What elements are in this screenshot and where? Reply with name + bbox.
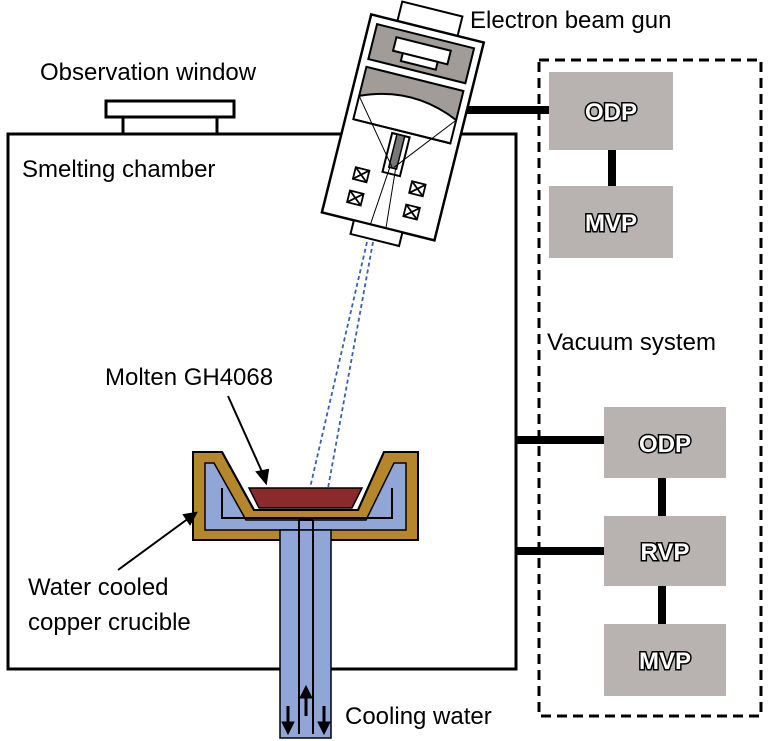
observation-window [104, 99, 236, 136]
label-cooling-water: Cooling water [345, 703, 492, 730]
label-crucible-line1: Water cooled [28, 574, 169, 601]
label-pointers [117, 395, 270, 571]
molten-alloy-pool [247, 487, 364, 509]
svg-text:MVP: MVP [639, 648, 691, 675]
label-vacuum-system: Vacuum system [547, 329, 716, 356]
label-smelting-chamber: Smelting chamber [22, 156, 215, 183]
pump-top-odp: ODP [549, 72, 673, 150]
pump-bottom-odp: ODP [604, 407, 726, 478]
pump-top-mvp: MVP [549, 186, 673, 258]
svg-text:ODP: ODP [585, 99, 637, 126]
copper-crucible [192, 451, 419, 541]
label-observation-window: Observation window [40, 59, 257, 86]
svg-text:RVP: RVP [641, 539, 690, 566]
svg-text:ODP: ODP [639, 431, 691, 458]
label-electron-beam-gun: Electron beam gun [470, 7, 671, 34]
vacuum-system-box [537, 58, 763, 718]
electron-beam-gun [320, 0, 486, 248]
pump-bottom-rvp: RVP [604, 516, 726, 586]
label-molten-alloy: Molten GH4068 [105, 364, 273, 391]
label-crucible-line2: copper crucible [28, 609, 191, 636]
svg-text:MVP: MVP [585, 210, 637, 237]
pump-bottom-mvp: MVP [604, 624, 726, 696]
water-flow-arrows [281, 684, 331, 736]
electron-beam [309, 241, 374, 489]
